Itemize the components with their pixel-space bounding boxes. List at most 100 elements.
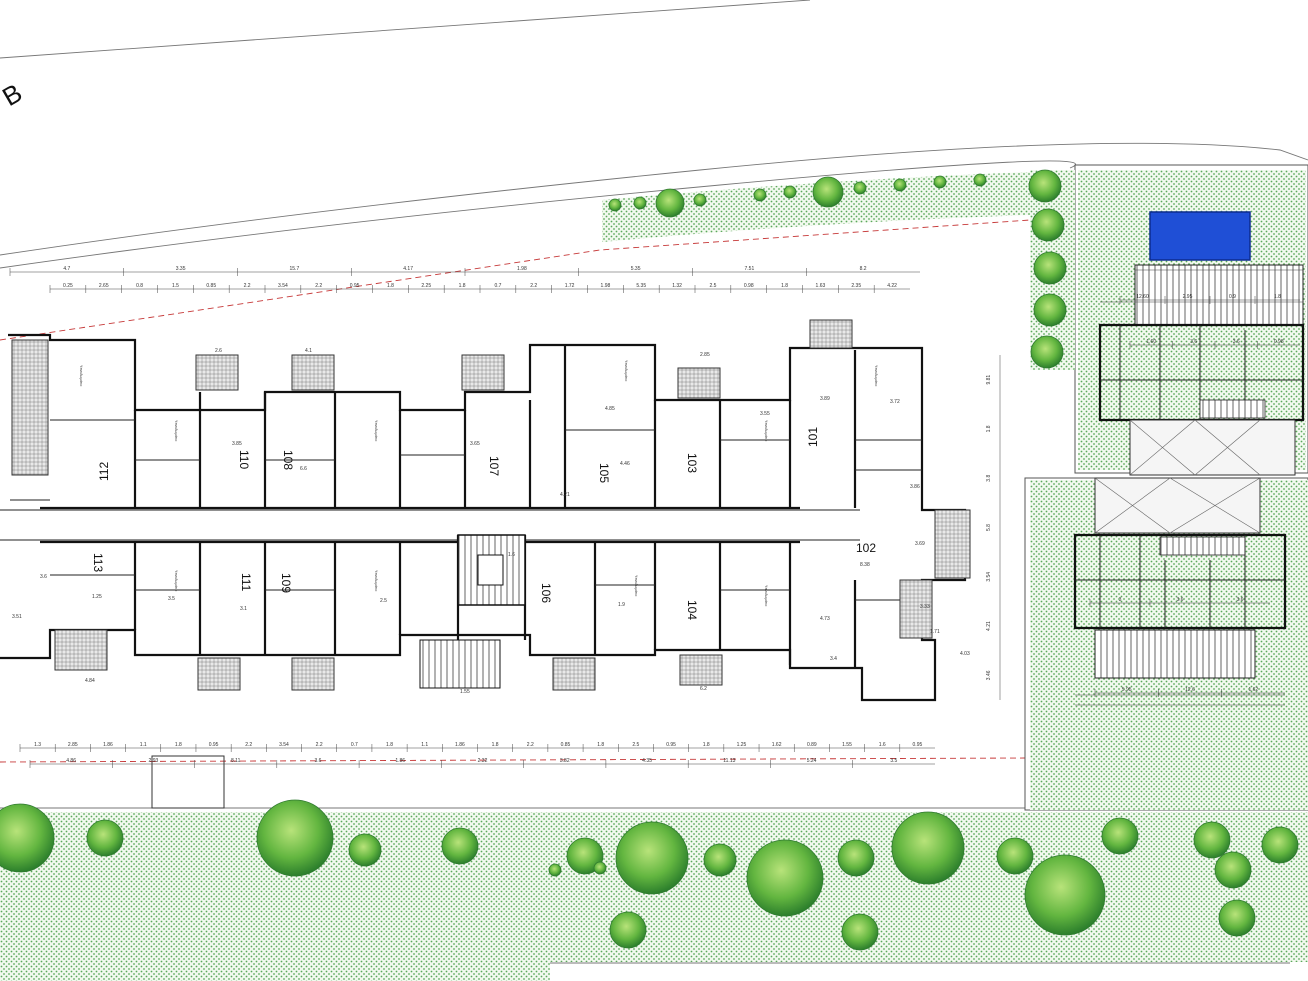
dimension-label: 0.89: [807, 742, 817, 748]
room-dimension-label: 3.5: [168, 596, 175, 602]
tree-icon: [1193, 821, 1231, 859]
dimension-label: 0.85: [561, 742, 571, 748]
dimension-label: 3.6: [1233, 339, 1240, 345]
tree-icon: [615, 821, 689, 895]
dimension-label: 1.62: [1248, 687, 1258, 693]
room-dimension-label: 3.33: [920, 604, 930, 610]
dimension-label: 4.17: [403, 266, 413, 272]
room-type-label: Υπνοδωμάτιο: [79, 365, 83, 386]
dimension-label: 8.11: [231, 758, 241, 764]
dimension-label: 3.54: [279, 742, 289, 748]
unit-label: 107: [487, 456, 501, 476]
dimension-label: 3.82: [560, 758, 570, 764]
balconies: [11, 319, 971, 691]
dimension-label: 0.8: [136, 283, 143, 289]
tree-icon: [256, 799, 334, 877]
dimension-label: 2.2: [315, 283, 322, 289]
dimension-label: 5.95: [1122, 687, 1132, 693]
dimension-label: 2.93: [149, 758, 159, 764]
dimension-label: 15.7: [290, 266, 300, 272]
unit-label: 113: [91, 553, 105, 572]
tree-icon: [703, 843, 737, 877]
dimension-label: 12.60: [1136, 294, 1149, 300]
trees: [0, 169, 1299, 951]
dimension-label: 1.86: [103, 742, 113, 748]
tree-icon: [633, 196, 647, 210]
room-type-label: Υπνοδωμάτιο: [374, 570, 378, 591]
dimension-label: 4.35: [642, 758, 652, 764]
dimension-label: 0.25: [63, 283, 73, 289]
dimension-label: 3.35: [176, 266, 186, 272]
dimension-label: 2.5: [632, 742, 639, 748]
room-dimension-label: 4.1: [305, 348, 312, 354]
dimension-label: 1.8: [386, 742, 393, 748]
dimension-label: 5.8: [986, 524, 992, 531]
dimension-label: 3.6: [1190, 339, 1197, 345]
tree-icon: [812, 176, 844, 208]
dimension-label: 2.2: [245, 742, 252, 748]
dimension-label: 1.98: [601, 283, 611, 289]
room-dimension-label: 1.71: [930, 629, 940, 635]
dimension-label: 8.2: [860, 266, 867, 272]
room-type-label: Υπνοδωμάτιο: [174, 570, 178, 591]
dimension-label: 1.8: [387, 283, 394, 289]
dimension-label: 1.32: [672, 283, 682, 289]
room-dimension-label: 6.2: [700, 686, 707, 692]
dimension-label: 0.85: [206, 283, 216, 289]
unit-label: 112: [97, 462, 111, 481]
unit-label: 108: [281, 450, 295, 470]
unit-numbers: 101 102 103 104 105 106 107 108 109 110 …: [91, 427, 876, 621]
dimension-label: 2.32: [478, 758, 488, 764]
dimension-label: 0.9: [1229, 294, 1236, 300]
tree-icon: [1218, 899, 1256, 937]
room-type-label: Υπνοδωμάτιο: [624, 360, 628, 381]
dimension-label: 1.8: [492, 742, 499, 748]
dimension-label: 1.1: [421, 742, 428, 748]
room-dimension-label: 2.6: [215, 348, 222, 354]
tree-icon: [566, 837, 604, 875]
dimension-label: 1.8: [175, 742, 182, 748]
tree-icon: [1033, 293, 1067, 327]
room-dimension-label: 3.4: [830, 656, 837, 662]
dimension-label: 3.8: [986, 475, 992, 482]
street-label: B: [0, 77, 27, 112]
tree-icon: [0, 803, 55, 873]
dimension-label: 1.5: [172, 283, 179, 289]
tree-icon: [86, 819, 124, 857]
dimension-label: 2.2: [316, 742, 323, 748]
tree-icon: [933, 175, 947, 189]
dimension-label: 0.95: [350, 283, 360, 289]
room-type-label: Υπνοδωμάτιο: [764, 420, 768, 441]
tree-icon: [746, 839, 824, 917]
unit-label: 103: [685, 453, 699, 473]
villa-upper: [1098, 264, 1305, 476]
room-type-label: Υπνοδωμάτιο: [634, 575, 638, 596]
villa-lower: [1073, 477, 1287, 706]
room-dimension-label: 2.85: [700, 352, 710, 358]
dimension-label: 1.8: [459, 283, 466, 289]
dimension-label: 4.86: [66, 758, 76, 764]
unit-label: 101: [806, 427, 820, 447]
room-dimension-label: 3.1: [240, 606, 247, 612]
dimension-label: 7.51: [745, 266, 755, 272]
dimension-label: 5.35: [636, 283, 646, 289]
dimension-label: 3.46: [986, 670, 992, 680]
dimension-label: 3.54: [986, 572, 992, 582]
room-dimension-label: 1.6: [508, 552, 515, 558]
dimension-label: 1.8: [703, 742, 710, 748]
dimension-label: 5.35: [631, 266, 641, 272]
tree-icon: [996, 837, 1034, 875]
dimension-label: 3.5: [890, 758, 897, 764]
main-building: [0, 333, 967, 702]
tree-icon: [853, 181, 867, 195]
room-dimension-label: 3.85: [232, 441, 242, 447]
room-dimension-label: 4.03: [960, 651, 970, 657]
dimension-label: 1.3: [34, 742, 41, 748]
dimension-label: 1.98: [517, 266, 527, 272]
room-dimension-label: 3.55: [760, 411, 770, 417]
room-type-label: Υπνοδωμάτιο: [174, 420, 178, 441]
